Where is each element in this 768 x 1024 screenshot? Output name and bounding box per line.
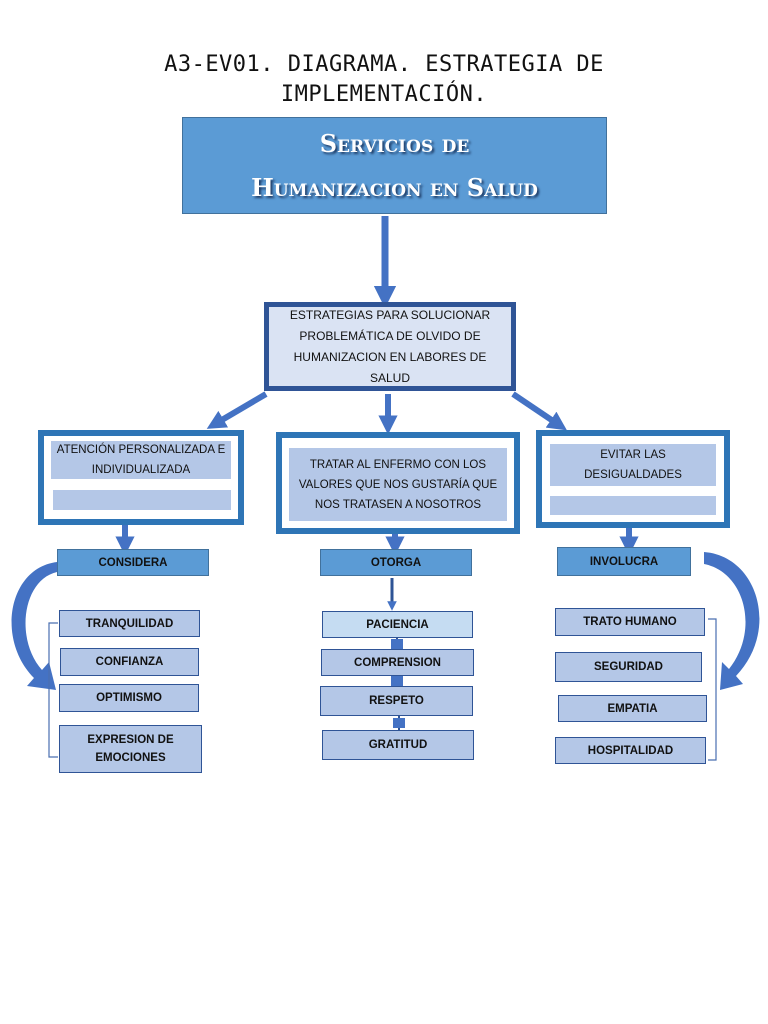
strategy-line1: ESTRATEGIAS PARA SOLUCIONAR [289,307,491,322]
chain-connector-node [391,639,403,649]
item-expresion-de-emociones: EXPRESION DE EMOCIONES [59,725,202,773]
item-comprension: COMPRENSION [321,649,474,676]
item-paciencia: PACIENCIA [322,611,473,638]
page-title-line1: A3-EV01. DIAGRAMA. ESTRATEGIA DE [164,52,604,77]
label-involucra: INVOLUCRA [557,547,691,576]
branch-left-text: ATENCIÓN PERSONALIZADA E INDIVIDUALIZADA [51,441,231,479]
strategy-line4: SALUD [369,370,410,385]
strategy-box: ESTRATEGIAS PARA SOLUCIONAR PROBLEMÁTICA… [264,302,516,391]
label-considera: CONSIDERA [57,549,209,576]
branch-left-blank-bar [53,490,231,510]
arrow-strategy-to-left [206,391,268,429]
main-topic-line2: Humanizacion en Salud [251,172,538,202]
chain-connector-node [391,676,403,686]
item-trato-humano: TRATO HUMANO [555,608,705,636]
page-title: A3-EV01. DIAGRAMA. ESTRATEGIA DE IMPLEME… [84,50,684,110]
branch-center-text: TRATAR AL ENFERMO CON LOS VALORES QUE NO… [289,448,507,521]
page-title-line2: IMPLEMENTACIÓN. [280,82,488,107]
strategy-line3: HUMANIZACION EN LABORES DE [293,349,487,364]
branch-center-line2: VALORES QUE NOS GUSTARÍA QUE [298,478,498,491]
item-confianza: CONFIANZA [60,648,199,676]
branch-left-line2: INDIVIDUALIZADA [91,464,191,476]
main-topic-line1: Servicios de [319,128,470,158]
item-empatia: EMPATIA [558,695,707,722]
curved-arrow-right [704,552,760,690]
bracket-left [48,622,58,758]
label-otorga: OTORGA [320,549,472,576]
item-seguridad: SEGURIDAD [555,652,702,682]
item-expresion-de-emociones-text: EXPRESION DE EMOCIONES [87,734,174,764]
chain-connector-node [393,718,405,728]
item-optimismo: OPTIMISMO [59,684,199,712]
branch-right-blank-bar [550,496,716,515]
item-respeto: RESPETO [320,686,473,716]
item-gratitud: GRATITUD [322,730,474,760]
curved-arrow-left [11,562,57,690]
branch-center-line3: NOS TRATASEN A NOSOTROS [314,498,482,511]
branch-right-text: EVITAR LAS DESIGUALDADES [550,444,716,486]
branch-right-line1: EVITAR LAS [600,449,666,461]
item-hospitalidad: HOSPITALIDAD [555,737,706,764]
item-tranquilidad: TRANQUILIDAD [59,610,200,637]
branch-left-line1: ATENCIÓN PERSONALIZADA E [56,444,226,456]
branch-center-line1: TRATAR AL ENFERMO CON LOS [309,458,487,471]
bracket-right [708,618,717,761]
arrow-strategy-to-right [511,391,567,431]
main-topic-box: Servicios de Humanizacion en Salud [182,117,607,214]
strategy-line2: PROBLEMÁTICA DE OLVIDO DE [299,328,481,343]
branch-right-line2: DESIGUALDADES [584,469,682,481]
